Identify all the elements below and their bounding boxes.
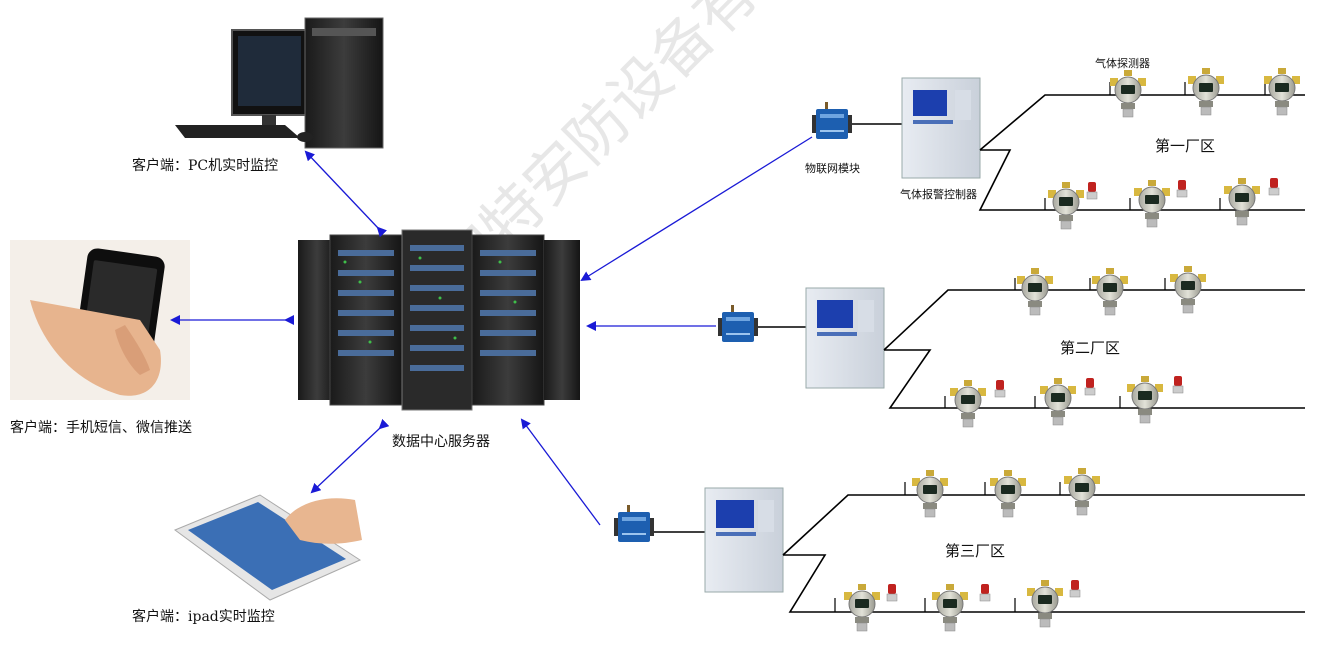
phone-client-label: 客户端：手机短信、微信推送 (10, 420, 192, 436)
zone-3-label: 第三厂区 (945, 542, 1006, 560)
phone-hand-icon (10, 240, 190, 400)
detector-label: 气体探测器 (1095, 57, 1150, 70)
ipad-client-label: 客户端：ipad实时监控 (132, 609, 275, 625)
ipad-tablet-icon (173, 494, 362, 601)
pc-computer-icon (175, 17, 384, 149)
zone-1-label: 第一厂区 (1155, 137, 1216, 155)
connection-arrows (170, 136, 813, 526)
iot-module-icon-3 (614, 505, 654, 542)
iot-module-icon-2 (718, 305, 758, 342)
controller-label: 气体报警控制器 (900, 188, 977, 201)
gas-alarm-controller-3 (704, 487, 784, 593)
pc-client-label: 客户端：PC机实时监控 (132, 158, 279, 174)
gas-alarm-controller-1 (901, 77, 981, 179)
gas-alarm-controller-2 (805, 287, 885, 389)
server-label: 数据中心服务器 (392, 434, 490, 450)
zone-2-label: 第二厂区 (1060, 339, 1121, 357)
server-cluster-icon (298, 229, 580, 411)
iot-module-icon-1 (812, 102, 852, 139)
iot-module-label: 物联网模块 (805, 162, 860, 175)
